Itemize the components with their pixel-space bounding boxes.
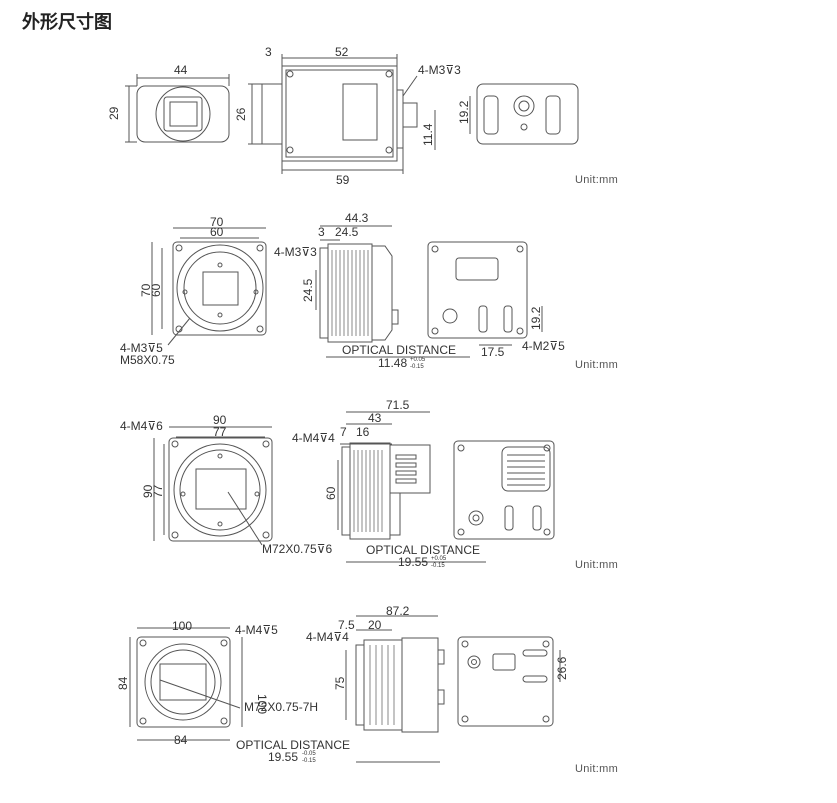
dim-label: M58X0.75 [120, 353, 175, 367]
dim-label: 100 [172, 619, 192, 633]
dim-label: 4-M3⊽3 [274, 245, 317, 259]
dim-label: 75 [333, 676, 347, 690]
dim-label: 4-M4⊽4 [292, 431, 335, 445]
dim-label: 19.55 [398, 555, 428, 569]
dim-label: 4-M3⊽5 [120, 341, 163, 355]
row4-front-view [129, 627, 243, 741]
dim-label: 59 [336, 173, 350, 187]
dim-label: 60 [324, 486, 338, 500]
dim-label: 71.5 [386, 398, 410, 412]
dim-label: 29 [107, 106, 121, 120]
dim-label: 24.5 [301, 278, 315, 302]
dim-label: 77 [151, 484, 165, 498]
row3-front-view [153, 426, 273, 546]
dim-label: OPTICAL DISTANCE [366, 543, 480, 557]
dim-label: 19.55 [268, 750, 298, 764]
dim-label: M72X0.75-7H [244, 700, 318, 714]
dim-tolerance: +0.05 [410, 357, 426, 363]
dim-tolerance: +0.05 [431, 556, 447, 562]
dim-label: 19.2 [457, 100, 471, 124]
dim-label: 44 [174, 63, 188, 77]
dim-label: 16 [356, 425, 370, 439]
dim-label: 11.4 [421, 123, 435, 146]
dim-tolerance: -0.05 [302, 751, 316, 757]
row2-back-view [427, 241, 543, 346]
dim-label: 26 [234, 107, 248, 121]
row2-front-view [151, 227, 267, 346]
unit-label: Unit:mm [575, 559, 619, 571]
row1-back-view [469, 83, 579, 145]
dim-label: 17.5 [481, 345, 505, 359]
row4-side-view [345, 615, 445, 763]
unit-label: Unit:mm [575, 174, 619, 186]
dim-label: 24.5 [335, 225, 359, 239]
row2-side-view [315, 225, 470, 358]
unit-label: Unit:mm [575, 359, 619, 371]
dim-label: OPTICAL DISTANCE [342, 343, 456, 357]
dim-label: 26.6 [555, 656, 569, 680]
dim-label: 52 [335, 45, 349, 59]
dim-label: 20 [368, 618, 382, 632]
dim-label: 90 [141, 484, 155, 498]
dim-label: 4-M4⊽4 [306, 630, 349, 644]
dim-label: 44.3 [345, 211, 369, 225]
dim-label: 3 [318, 225, 325, 239]
row3-side-view [337, 411, 486, 563]
dim-label: 100 [255, 694, 269, 714]
dim-tolerance: -0.15 [302, 758, 316, 764]
dim-label: 84 [174, 733, 188, 747]
dim-label: 70 [139, 283, 153, 297]
dim-label: OPTICAL DISTANCE [236, 738, 350, 752]
row3-back-view [453, 440, 555, 540]
dim-label: 60 [210, 225, 224, 239]
row1-front-view [125, 74, 230, 143]
dim-label: 19.2 [529, 306, 543, 330]
dim-label: 3 [265, 45, 272, 59]
dim-label: 77 [213, 425, 227, 439]
dim-label: 11.48 [378, 356, 407, 370]
page-title: 外形尺寸图 [22, 12, 112, 33]
dim-label: 84 [116, 676, 130, 690]
dim-label: 4-M4⊽6 [120, 419, 163, 433]
dim-label: 7 [340, 425, 347, 439]
dim-label: 7.5 [338, 618, 355, 632]
dim-tolerance: -0.15 [410, 364, 424, 370]
dim-label: 4-M2⊽5 [522, 339, 565, 353]
dim-label: 70 [210, 215, 224, 229]
dim-label: 4-M4⊽5 [235, 623, 278, 637]
row4-back-view [457, 636, 561, 727]
row1-side-view [248, 54, 436, 174]
dim-label: 60 [149, 283, 163, 297]
unit-label: Unit:mm [575, 763, 619, 775]
dim-label: 4-M3⊽3 [418, 63, 461, 77]
dim-label: 43 [368, 411, 382, 425]
dim-tolerance: -0.15 [431, 563, 445, 569]
dim-label: 87.2 [386, 604, 410, 618]
dim-label: M72X0.75⊽6 [262, 542, 332, 556]
dim-label: 90 [213, 413, 227, 427]
